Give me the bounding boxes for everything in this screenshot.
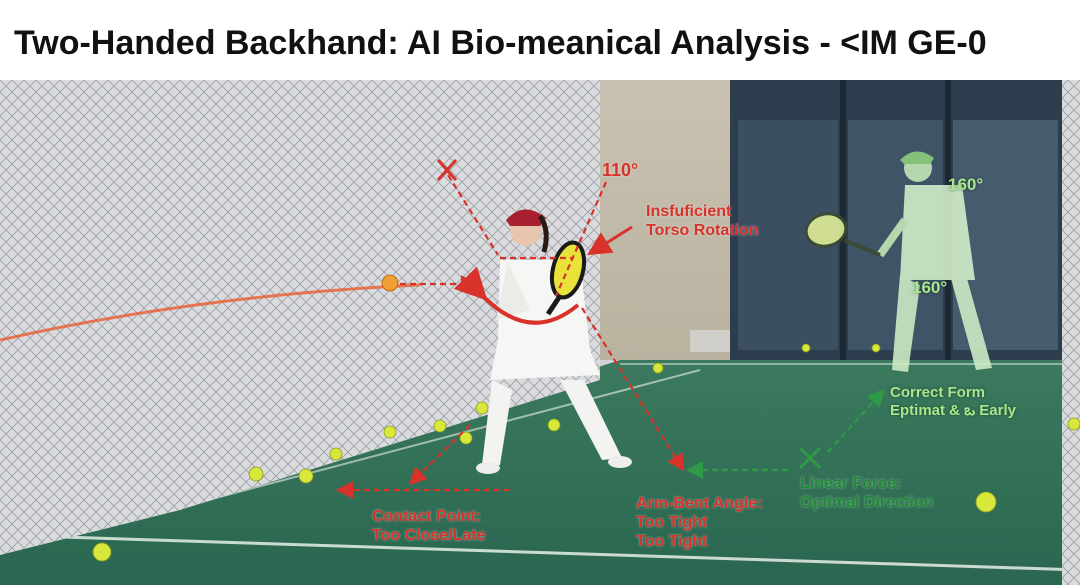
court-floor [0,360,1080,585]
angle-160-top-label: 160° [948,175,984,194]
contact-point-label: Contact Point: Too Close/Late [372,507,486,545]
arm-label-line-2: Too Tight [636,514,708,532]
arm-label-line-3: Too Tight [636,533,708,551]
angle-110-label: 110° [602,160,639,180]
arm-label-line-1: Arm-Bent Angle: [636,495,763,512]
error-overlays [335,158,685,499]
torso-label-line-2: Torso Rotation [646,222,759,240]
court-photo-illustration [0,80,1080,585]
contact-label-line-1: Contact Point: [372,508,482,525]
torso-rotation-label: Insfuficient Torso Rotation [646,202,759,240]
arm-bent-angle-label: Arm-Bent Angle: Too Tight Too Tight [636,494,763,552]
linear-label-line-1: Linear Force: [800,475,902,492]
practice-net [0,80,1080,585]
ghost-correct-figure [804,151,992,372]
torso-label-line-1: Insfuficient [646,203,732,220]
angle-160-mid-label: 160° [912,278,948,297]
page-title: Two-Handed Backhand: AI Bio-meanical Ana… [14,24,987,62]
contact-label-line-2: Too Close/Late [372,527,486,545]
correct-label-line-2: Eptimat & ఒ Early [890,402,1016,419]
correct-overlays [685,388,885,479]
correct-form-label: Correct Form Eptimat & ఒ Early [890,384,1016,420]
linear-force-label: Linear Force: Optimal Direction [800,474,933,512]
linear-label-line-2: Optimal Direction [800,494,934,512]
correct-label-line-1: Correct Form [890,384,986,401]
